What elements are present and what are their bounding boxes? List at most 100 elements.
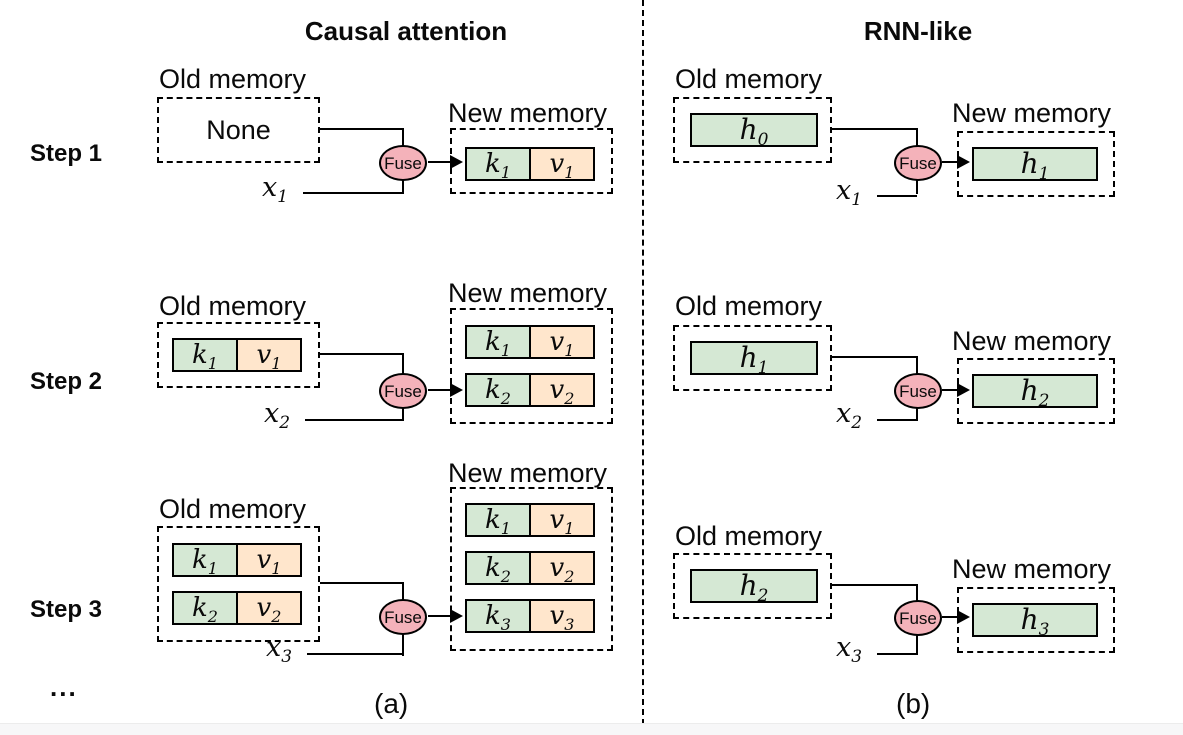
old-memory-box <box>673 97 832 163</box>
input-line <box>877 419 917 421</box>
arrow-line <box>428 161 452 163</box>
new-memory-title: New memory <box>952 326 1112 356</box>
value-cell: v1 <box>236 338 302 372</box>
window-bottom-edge <box>0 723 1183 735</box>
input-line <box>877 195 917 197</box>
new-memory-box <box>450 487 613 651</box>
old-memory-title: Old memory <box>159 494 307 524</box>
input-label: x2 <box>264 398 291 433</box>
arrow-head-icon <box>957 610 970 624</box>
new-memory-box <box>957 131 1115 197</box>
connector-line <box>320 353 404 355</box>
kv-row: k1 v1 <box>465 325 595 359</box>
new-memory-title: New memory <box>952 554 1112 584</box>
fuse-node: Fuse <box>894 600 942 636</box>
key-cell: k1 <box>172 338 238 372</box>
key-cell: k2 <box>172 591 238 625</box>
hidden-state-cell: h3 <box>972 603 1098 639</box>
new-memory-title: New memory <box>952 98 1112 128</box>
connector-line <box>832 356 918 358</box>
panel-divider-line <box>642 0 644 735</box>
kv-row: k1 v1 <box>465 503 595 537</box>
kv-row: k1 v1 <box>465 147 595 181</box>
new-memory-box <box>957 587 1115 653</box>
input-label: x2 <box>836 398 863 433</box>
rnn-panel-title: RNN-like <box>863 16 973 46</box>
hidden-state-cell: h1 <box>690 341 818 377</box>
continuation-ellipsis: ... <box>50 672 78 702</box>
key-cell: k1 <box>465 147 531 181</box>
new-memory-box <box>450 308 613 424</box>
arrow-head-icon <box>957 383 970 397</box>
arrow-line <box>942 161 960 163</box>
connector-line <box>320 128 404 130</box>
old-memory-title: Old memory <box>159 291 307 321</box>
key-cell: k3 <box>465 599 531 633</box>
arrow-head-icon <box>450 155 463 169</box>
old-memory-box <box>157 526 320 642</box>
old-memory-title: Old memory <box>159 64 307 94</box>
old-memory-title: Old memory <box>675 291 823 321</box>
value-cell: v1 <box>236 543 302 577</box>
key-cell: k2 <box>465 373 531 407</box>
input-label: x3 <box>836 632 863 667</box>
caption-b: (b) <box>896 688 931 719</box>
input-label: x1 <box>836 175 863 210</box>
fuse-node: Fuse <box>379 599 427 635</box>
old-memory-none: None <box>206 114 271 145</box>
new-memory-box <box>450 128 613 194</box>
value-cell: v2 <box>529 551 595 585</box>
connector-line <box>320 582 404 584</box>
hidden-state-cell: h1 <box>972 147 1098 183</box>
step-label: Step 1 <box>30 140 103 167</box>
hidden-state-cell: h2 <box>690 569 818 605</box>
step-label: Step 3 <box>30 596 103 623</box>
new-memory-title: New memory <box>448 98 608 128</box>
caption-a: (a) <box>374 688 409 719</box>
value-cell: v2 <box>236 591 302 625</box>
old-memory-box <box>157 322 320 388</box>
value-cell: v1 <box>529 503 595 537</box>
input-line <box>303 192 403 194</box>
value-cell: v1 <box>529 147 595 181</box>
kv-row: k1 v1 <box>172 338 302 372</box>
new-memory-box <box>957 358 1115 424</box>
kv-row: k2 v2 <box>172 591 302 625</box>
value-cell: v3 <box>529 599 595 633</box>
value-cell: v1 <box>529 325 595 359</box>
arrow-head-icon <box>450 609 463 623</box>
key-cell: k1 <box>172 543 238 577</box>
connector-line <box>832 128 918 130</box>
arrow-line <box>428 615 452 617</box>
kv-row: k2 v2 <box>465 551 595 585</box>
new-memory-title: New memory <box>448 458 608 488</box>
causal-panel-title: Causal attention <box>304 16 508 46</box>
hidden-state-cell: h0 <box>690 113 818 149</box>
key-cell: k1 <box>465 503 531 537</box>
kv-row: k1 v1 <box>172 543 302 577</box>
input-label: x3 <box>266 632 293 667</box>
step-label: Step 2 <box>30 368 103 395</box>
kv-row: k2 v2 <box>465 373 595 407</box>
arrow-line <box>942 616 960 618</box>
arrow-head-icon <box>957 155 970 169</box>
old-memory-title: Old memory <box>675 64 823 94</box>
key-cell: k2 <box>465 551 531 585</box>
fuse-node: Fuse <box>894 145 942 181</box>
new-memory-title: New memory <box>448 278 608 308</box>
value-cell: v2 <box>529 373 595 407</box>
input-line <box>305 419 404 421</box>
arrow-line <box>942 389 960 391</box>
fuse-node: Fuse <box>894 373 942 409</box>
kv-row: k3 v3 <box>465 599 595 633</box>
old-memory-box: None <box>157 97 320 163</box>
key-cell: k1 <box>465 325 531 359</box>
input-line <box>307 653 404 655</box>
old-memory-title: Old memory <box>675 521 823 551</box>
old-memory-box <box>673 553 832 619</box>
arrow-head-icon <box>450 383 463 397</box>
old-memory-box <box>673 325 832 391</box>
arrow-line <box>428 389 452 391</box>
hidden-state-cell: h2 <box>972 374 1098 410</box>
